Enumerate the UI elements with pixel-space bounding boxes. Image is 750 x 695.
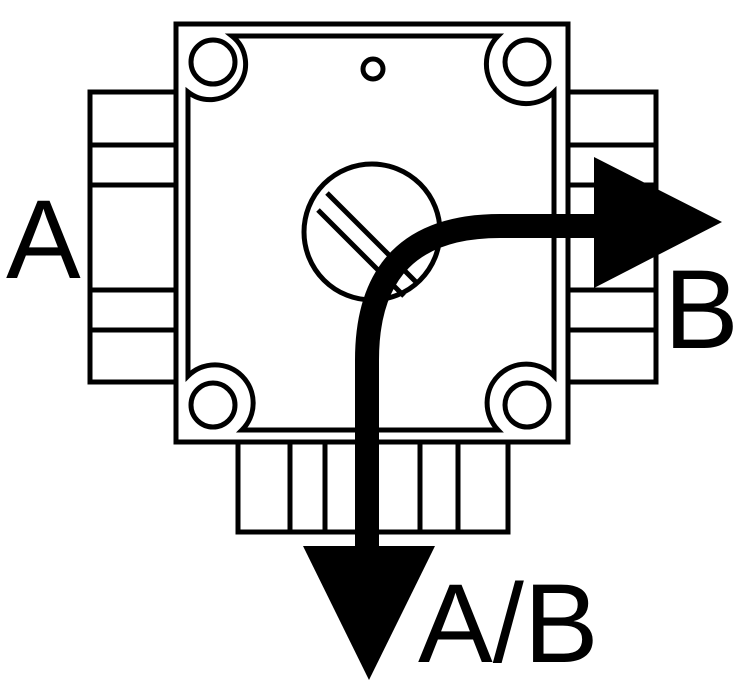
port-ab-label: A/B <box>418 561 599 686</box>
indicator-hole-icon <box>360 56 386 82</box>
port-a-label: A <box>6 177 81 302</box>
screw-bottom-left-icon <box>188 380 238 430</box>
screw-bottom-right-icon <box>502 380 552 430</box>
arrowhead-down-icon <box>303 546 435 680</box>
flow-arrow-icon <box>303 157 722 680</box>
port-b-label: B <box>664 247 739 372</box>
left-pipe-connector <box>87 89 181 385</box>
arrowhead-right-icon <box>594 157 722 288</box>
screw-top-left-icon <box>188 37 238 87</box>
screw-top-right-icon <box>502 37 552 87</box>
